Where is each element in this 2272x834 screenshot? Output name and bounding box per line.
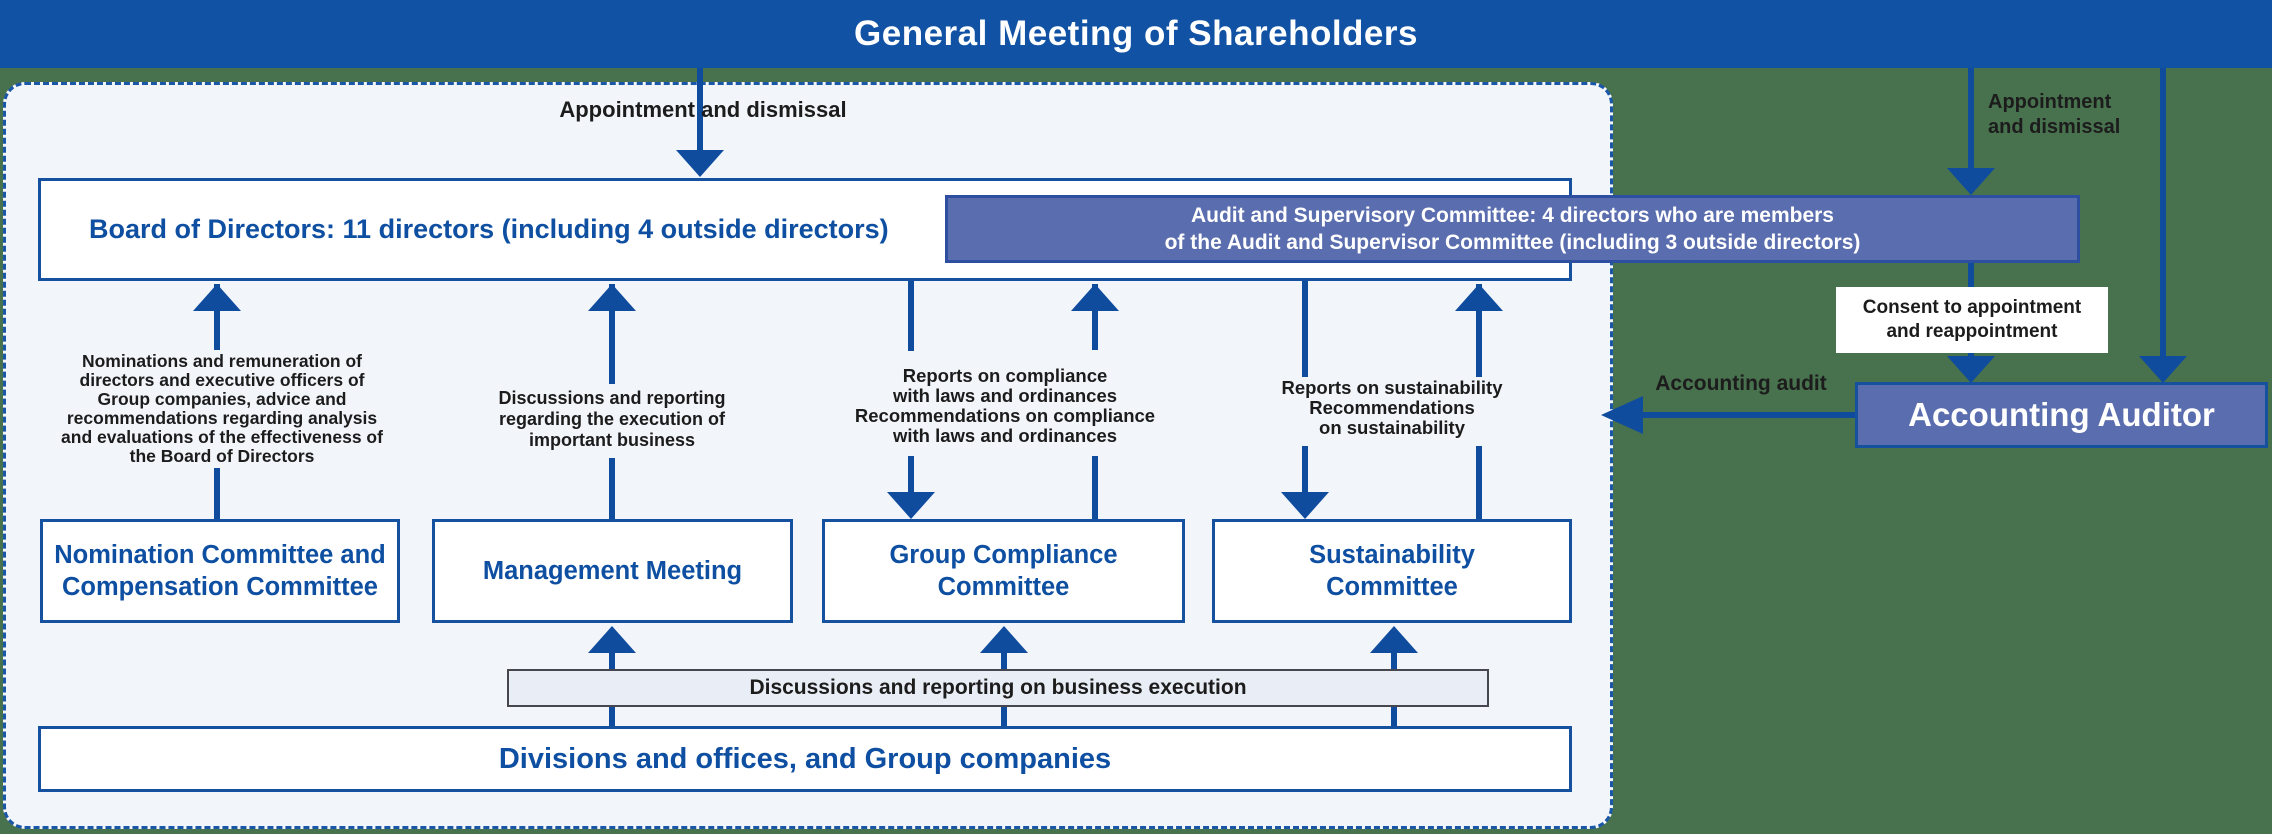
connector-strip-sustainability-stem (1391, 651, 1397, 670)
note-compliance: Reports on compliance with laws and ordi… (854, 365, 1156, 446)
connector-col1-stem-bottom (214, 468, 220, 519)
note-sustainability: Reports on sustainability Recommendation… (1281, 377, 1503, 438)
connector-divisions-compliance-stub (1001, 707, 1007, 727)
accounting-audit-label: Accounting audit (1655, 372, 1827, 395)
connector-col4-down-arrowhead (1281, 492, 1329, 519)
connector-col3-down-stem-bottom (908, 456, 914, 494)
connector-banner-auditor-stem (2160, 68, 2166, 360)
connector-col3-up-stem-bottom (1092, 456, 1098, 519)
connector-strip-management-arrowhead (588, 626, 636, 653)
divisions-label: Divisions and offices, and Group compani… (498, 742, 1112, 775)
connector-strip-sustainability-arrowhead (1370, 626, 1418, 653)
sustainability-committee-box: Sustainability Committee (1212, 519, 1572, 623)
connector-strip-management-stem (609, 651, 615, 670)
board-of-directors-label: Board of Directors: 11 directors (includ… (89, 214, 889, 244)
connector-divisions-sustainability-stub (1391, 707, 1397, 727)
business-execution-strip: Discussions and reporting on business ex… (507, 669, 1489, 707)
connector-col4-down-stem-top (1302, 281, 1308, 377)
divisions-box: Divisions and offices, and Group compani… (38, 726, 1572, 792)
group-compliance-committee-box: Group Compliance Committee (822, 519, 1185, 623)
connector-banner-board-stem (697, 68, 703, 152)
connector-col4-up-stem-bottom (1476, 446, 1482, 519)
connector-banner-auditcmte-arrowhead (1947, 168, 1995, 195)
connector-banner-board-arrowhead (676, 150, 724, 177)
connector-col1-stem-top (214, 284, 220, 350)
connector-col3-down-arrowhead (887, 492, 935, 519)
connector-col3-down-stem-top (908, 281, 914, 351)
management-meeting-box: Management Meeting (432, 519, 793, 623)
audit-supervisory-committee-box: Audit and Supervisory Committee: 4 direc… (945, 195, 2080, 263)
connector-col2-stem-top (609, 284, 615, 384)
connector-col4-down-stem-bottom (1302, 446, 1308, 494)
connector-col3-up-stem-top (1092, 284, 1098, 350)
accounting-auditor-box: Accounting Auditor (1855, 382, 2268, 448)
connector-accounting-audit-stem (1640, 412, 1856, 418)
connector-col4-up-stem-top (1476, 284, 1482, 377)
note-management: Discussions and reporting regarding the … (498, 388, 726, 450)
appointment-dismissal-label: Appointment and dismissal (559, 97, 847, 122)
connector-auditcmte-auditor-arrowhead (1947, 356, 1995, 383)
connector-strip-compliance-stem (1001, 651, 1007, 670)
connector-col2-stem-bottom (609, 458, 615, 519)
connector-banner-auditcmte-stem (1968, 68, 1974, 170)
connector-divisions-management-stub (609, 707, 615, 727)
shareholders-banner (0, 0, 2272, 68)
note-nomination: Nominations and remuneration of director… (61, 351, 383, 466)
connector-banner-auditor-arrowhead (2139, 356, 2187, 383)
right-appointment-dismissal-label: Appointment and dismissal (1988, 91, 2121, 138)
connector-accounting-audit-arrowhead (1601, 396, 1643, 434)
page-title: General Meeting of Shareholders (854, 14, 1418, 53)
consent-appointment-label: Consent to appointment and reappointment (1836, 287, 2108, 353)
connector-strip-compliance-arrowhead (980, 626, 1028, 653)
nomination-compensation-committee-box: Nomination Committee and Compensation Co… (40, 519, 400, 623)
